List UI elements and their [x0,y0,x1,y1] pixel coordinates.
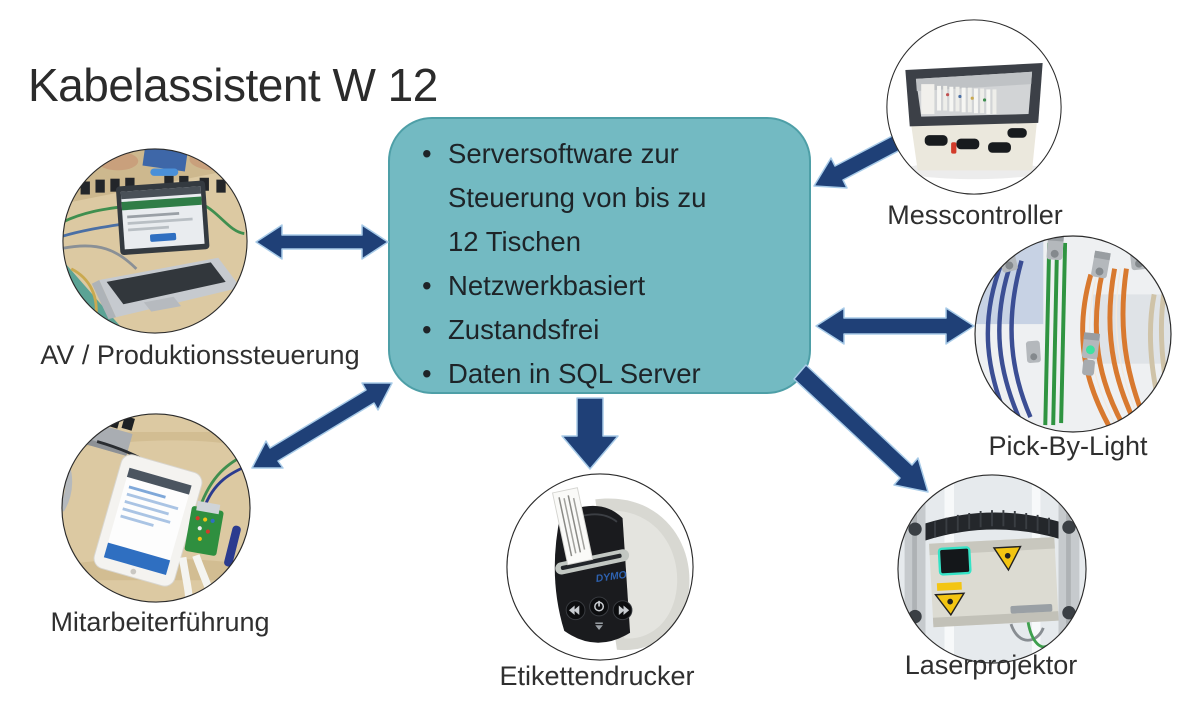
red-switch [951,142,957,154]
bullet-zustandsfrei: Zustandsfrei [416,308,791,352]
cable-bundles-photo [974,235,1172,433]
arrow-center-pickbylight [815,307,975,345]
messcontroller-photo [886,19,1062,195]
laser-warning-triangle-top [992,545,1022,572]
label-printer-photo: DYMO [506,473,694,661]
label-exit-slot [555,549,630,575]
arrow-center-mitarbeiterfuehrung [251,382,393,469]
bullet-netzwerkbasiert: Netzwerkbasiert [416,264,791,308]
node-laserprojektor [897,474,1087,664]
label-pick-by-light: Pick-By-Light [988,431,1148,461]
projector-body [929,537,1059,628]
node-pick-by-light [974,235,1172,433]
node-mitarbeiterfuehrung [61,413,251,603]
green-cable-bundle [1043,240,1068,426]
label-av-produktionssteuerung: AV / Produktionssteuerung [40,340,360,370]
node-av-produktionssteuerung [62,148,248,334]
cable-duct [925,510,1059,541]
pen [224,525,241,567]
laser-warning-triangle-side [934,581,966,617]
type-label [1010,603,1053,614]
arrow-center-laserprojektor [793,364,929,493]
server-software-bullet-list: Serversoftware zur Steuerung von bis zu … [390,119,809,396]
rewind-icon [568,605,580,615]
front-ports [924,128,1027,154]
feed-icon [595,622,603,630]
server-software-box: Serversoftware zur Steuerung von bis zu … [388,117,811,396]
aluminium-frame [904,496,1080,644]
printed-label [551,487,594,566]
laptop-screen [115,180,210,255]
laser-lens [937,546,972,576]
laptop-base [91,257,241,320]
bullet-sql-server: Daten in SQL Server [416,352,791,396]
tablet-workbench-photo [61,413,251,603]
arrow-av-center [255,224,389,260]
bullet-serversoftware: Serversoftware zur Steuerung von bis zu … [416,132,791,264]
terminal-block-row [937,85,997,115]
arrow-center-etikettendrucker [561,397,619,470]
node-messcontroller [886,19,1062,195]
circuit-board [184,500,224,556]
power-icon [594,600,605,612]
laptop-workbench-photo [62,148,248,334]
forward-icon [618,605,630,615]
tablet [93,454,203,587]
laser-projector-photo [897,474,1087,664]
label-mitarbeiterfuehrung: Mitarbeiterführung [50,607,270,637]
page-title: Kabelassistent W 12 [28,59,438,111]
clamp-with-led [1081,332,1101,376]
printer-buttons [565,596,633,630]
label-laserprojektor: Laserprojektor [904,650,1078,680]
node-etikettendrucker: DYMO [506,473,694,661]
label-etikettendrucker: Etikettendrucker [499,661,695,691]
label-messcontroller: Messcontroller [887,200,1063,230]
printer-brand-logo: DYMO [595,570,627,585]
